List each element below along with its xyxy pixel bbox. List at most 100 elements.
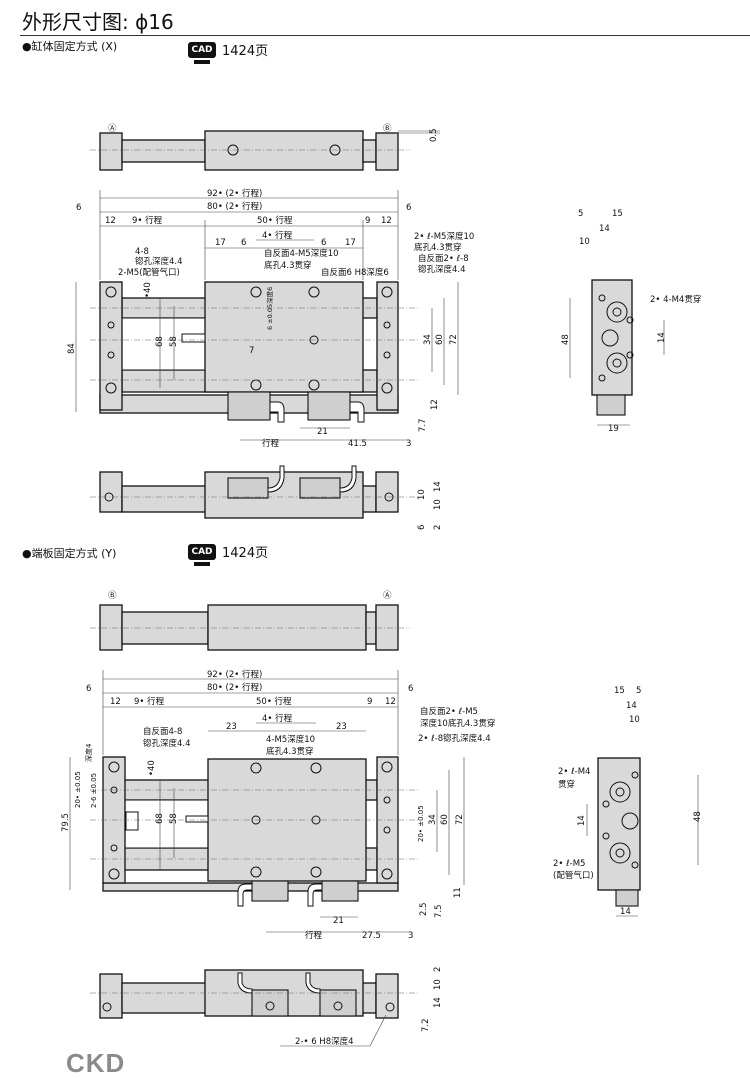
dimension-label: 6 — [406, 203, 411, 213]
dimension-label: 底孔4.3贯穿 — [266, 746, 314, 757]
dimension-label: 17 — [345, 238, 356, 248]
dimension-label: 15 — [612, 209, 623, 219]
dimension-label: 19 — [608, 424, 619, 434]
dimension-label: 12 — [105, 216, 116, 226]
dimension-label: 27.5 — [362, 931, 381, 941]
dimension-label: 5 — [636, 686, 641, 696]
dimension-label: 自反面4-M5深度10 — [264, 248, 339, 259]
dimension-label: Ⓑ — [108, 591, 117, 601]
y-bottom-view: 2 10 14 7.2 2-• 6 H8深度4 — [90, 967, 443, 1047]
dimension-label: 4• 行程 — [262, 230, 293, 241]
section-y-label: ●端板固定方式 (Y) — [22, 547, 117, 560]
dimension-label: 0.5 — [429, 128, 439, 142]
dimension-label: 60 — [440, 814, 450, 825]
dimension-label: 92• (2• 行程) — [207, 188, 262, 199]
dimension-label: 60 — [435, 334, 445, 345]
dimension-label: 21 — [317, 427, 328, 437]
dimension-label: 10 — [579, 237, 590, 247]
dimension-label: (配管气口) — [553, 870, 594, 881]
dimension-label: 10 — [629, 715, 640, 725]
dimension-label: 3 — [406, 439, 411, 449]
dimension-label: 48 — [693, 811, 703, 822]
dimension-label: 6 — [76, 203, 81, 213]
dimension-label: 92• (2• 行程) — [207, 669, 262, 680]
dimension-label: 50• 行程 — [256, 696, 292, 707]
dimension-label: 6 — [408, 684, 413, 694]
dimension-label: 12 — [110, 697, 121, 707]
dimension-label: 2-• 6 H8深度4 — [295, 1036, 354, 1047]
dimension-label: 14 — [657, 332, 667, 343]
dimension-label: 深度4 — [84, 743, 93, 762]
dimension-label: 14 — [433, 997, 443, 1008]
dimension-label: 80• (2• 行程) — [207, 201, 262, 212]
dimension-label: 2-M5(配管气口) — [118, 267, 180, 278]
dimension-label: •40 — [147, 760, 157, 776]
dimension-label: 7.5 — [434, 904, 444, 918]
dimension-label: 48 — [561, 334, 571, 345]
dimension-label: 23 — [226, 722, 237, 732]
dimension-label: 3 — [408, 931, 413, 941]
dimension-label: 4-M5深度10 — [266, 734, 315, 745]
ckd-logo: CKD — [66, 1048, 126, 1078]
dimension-label: 7.7 — [418, 418, 428, 432]
dimension-label: 6 — [241, 238, 246, 248]
x-bottom-view: 14 10 10 2 6 — [90, 465, 443, 530]
dimension-label: 14 — [599, 224, 610, 234]
dimension-label: 4-8 — [135, 247, 149, 257]
dimension-label: 自反面4-8 — [143, 726, 182, 737]
dimension-label: •40 — [143, 282, 153, 298]
cad-monitor-icon: CAD — [188, 543, 216, 566]
dimension-label: 12 — [430, 399, 440, 410]
dimension-label: 2 — [433, 525, 443, 530]
dimension-label: 15 — [614, 686, 625, 696]
dimension-label: 6 — [86, 684, 91, 694]
dimension-label: 14 — [433, 481, 443, 492]
dimension-label: 自反面2• ℓ-8 — [418, 253, 469, 264]
dimension-label: 21 — [333, 916, 344, 926]
dimension-label: 9• 行程 — [134, 696, 165, 707]
dimension-label: 14 — [626, 701, 637, 711]
dimension-label: 50• 行程 — [257, 215, 293, 226]
dimension-label: 9 — [365, 216, 370, 226]
y-side-view: 15 5 14 10 2• ℓ-M4 贯穿 14 48 2• ℓ-M5 (配管气… — [553, 686, 703, 917]
dimension-label: 10 — [433, 979, 443, 990]
dimension-label: 14 — [577, 815, 587, 826]
dimension-label: 2• ℓ-M5 — [553, 859, 585, 869]
dimension-label: 2 — [433, 967, 443, 972]
dimension-label: 9• 行程 — [132, 215, 163, 226]
cad-link-y[interactable]: CAD 1424页 — [188, 542, 269, 566]
dimension-label: 34 — [423, 334, 433, 345]
dimension-label: 68 — [155, 813, 165, 824]
dimension-label: 68 — [155, 336, 165, 347]
dimension-label: 58 — [169, 813, 179, 824]
x-front-view: 92• (2• 行程) 6 80• (2• 行程) 6 12 9• 行程 50•… — [67, 188, 474, 449]
dimension-label: 6 — [417, 525, 427, 530]
title-divider — [20, 35, 750, 36]
dimension-label: 2• ℓ-M5深度10 — [414, 231, 474, 242]
dimension-label: 72 — [455, 814, 465, 825]
dimension-label: 7.2 — [421, 1018, 431, 1032]
dimension-label: 2• ℓ-8锪孔深度4.4 — [418, 733, 491, 744]
dimension-label: 80• (2• 行程) — [207, 682, 262, 693]
dimension-label: 4• 行程 — [262, 713, 293, 724]
dimension-label: 行程 — [262, 438, 280, 449]
x-top-view: Ⓐ Ⓑ 0.5 — [90, 124, 440, 171]
dimension-label: 17 — [215, 238, 226, 248]
dimension-label: 10 — [433, 499, 443, 510]
dimension-label: 20• ±0.05 — [417, 805, 425, 842]
dimension-label: 14 — [620, 907, 631, 917]
cad-monitor-icon: CAD — [188, 41, 216, 64]
dimension-label: 72 — [449, 334, 459, 345]
y-top-view: Ⓑ Ⓐ — [90, 591, 410, 651]
cad-link-x[interactable]: CAD 1424页 — [188, 40, 268, 64]
dimension-label: 7 — [249, 346, 254, 356]
dimension-label: 自反面6 H8深度6 — [321, 267, 389, 278]
cad-page-y: 1424页 — [222, 546, 269, 561]
dimension-label: 锪孔深度4.4 — [418, 264, 466, 275]
dimension-label: 23 — [336, 722, 347, 732]
dimension-label: 5 — [578, 209, 583, 219]
dimension-label: 自反面2• ℓ-M5 — [420, 706, 478, 717]
dimension-label: 2• ℓ-M4 — [558, 767, 590, 777]
dimension-label: 锪孔深度4.4 — [135, 256, 183, 267]
